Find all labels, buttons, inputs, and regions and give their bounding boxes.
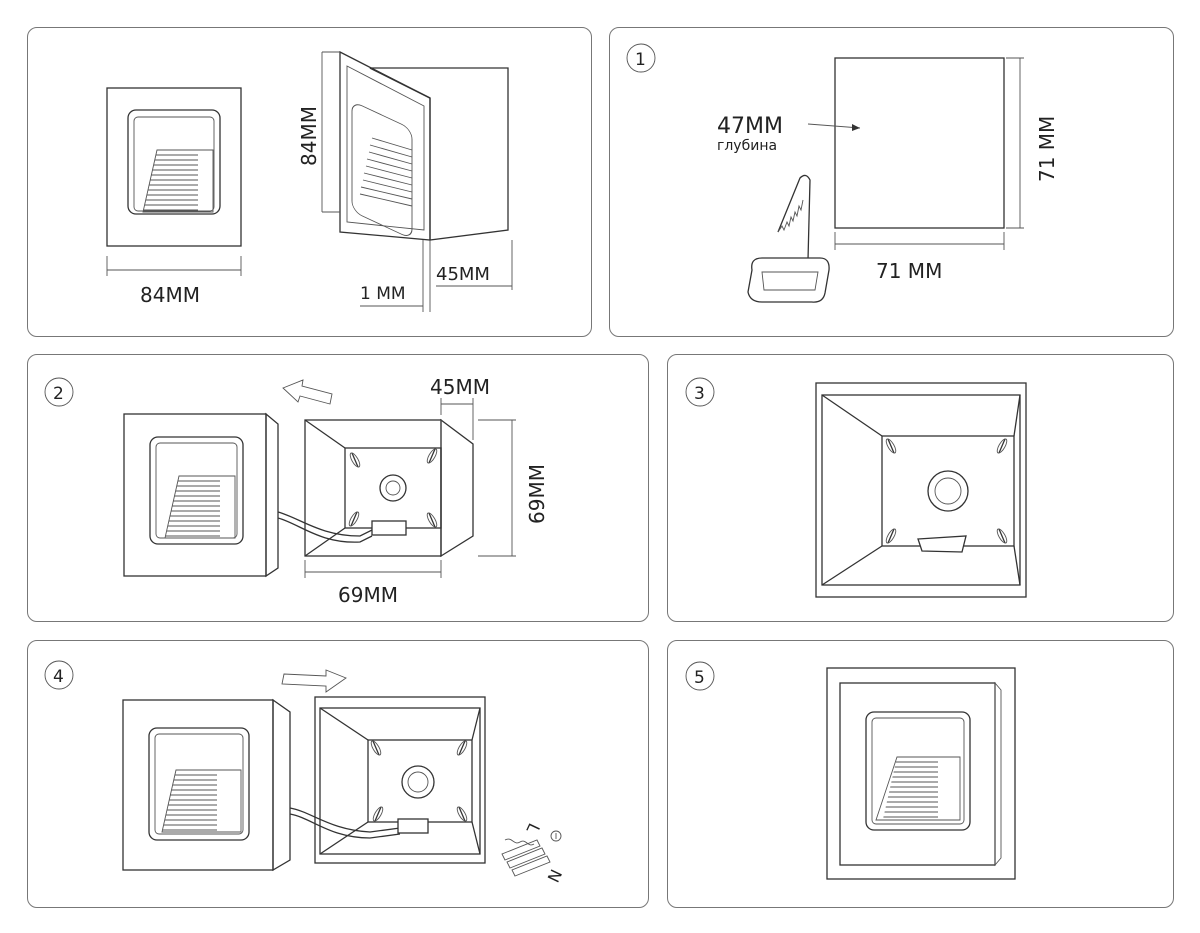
terminal-n-label: N	[543, 866, 565, 885]
saw-icon	[747, 174, 830, 303]
panel-step-3	[667, 354, 1174, 622]
installed-lamp-step5	[826, 667, 1016, 880]
step-3-number: 3	[694, 384, 705, 404]
dim-width-label: 84MM	[140, 283, 200, 307]
dim-depth-label: 45MM	[436, 264, 490, 285]
arrow-right-icon	[281, 669, 347, 693]
arrow-left-icon	[282, 379, 333, 405]
lamp-front-step2	[123, 412, 279, 578]
box2-width-label: 69MM	[338, 583, 398, 607]
dim-width-line	[106, 256, 242, 276]
dim-depth-line	[360, 240, 513, 312]
terminal-l-label: L	[523, 820, 544, 836]
lamp-front-view	[106, 87, 242, 247]
dim-cutout-width	[834, 232, 1005, 250]
step-5-badge	[685, 661, 715, 691]
dim-height-label: 84MM	[297, 106, 321, 166]
step-1-number: 1	[635, 50, 646, 70]
cutout-square	[834, 57, 1005, 229]
depth-value-label: 47MM	[717, 114, 783, 139]
step-2-number: 2	[53, 384, 64, 404]
step-2-badge	[44, 377, 74, 407]
step-5-number: 5	[694, 668, 705, 688]
wall-box-step3	[815, 382, 1027, 598]
box2-depth-label: 45MM	[430, 375, 490, 399]
step-4-number: 4	[53, 667, 64, 687]
lamp-perspective-view	[339, 50, 509, 241]
panel-step-2	[27, 354, 649, 622]
panel-dimensions	[27, 27, 592, 337]
dim-box2-height	[478, 419, 516, 557]
wall-box-step4	[289, 696, 486, 864]
depth-arrow	[807, 123, 861, 131]
cutout-height-label: 71 MM	[1035, 116, 1059, 182]
panel-step-1	[609, 27, 1174, 337]
dim-bezel-label: 1 MM	[360, 284, 406, 304]
dim-height-line	[321, 51, 340, 213]
cutout-width-label: 71 MM	[876, 259, 942, 283]
box2-height-label: 69MM	[525, 464, 549, 524]
dim-box2-width	[304, 560, 442, 578]
mounting-box-step2	[277, 418, 474, 558]
dim-box2-depth	[440, 398, 474, 440]
lamp-front-step4	[122, 698, 291, 872]
terminal-wires-icon	[501, 830, 562, 877]
dim-cutout-height	[1006, 57, 1024, 229]
step-1-badge	[626, 43, 656, 73]
step-4-badge	[44, 660, 74, 690]
depth-word-label: глубина	[717, 138, 777, 154]
step-3-badge	[685, 377, 715, 407]
panel-step-5	[667, 640, 1174, 908]
